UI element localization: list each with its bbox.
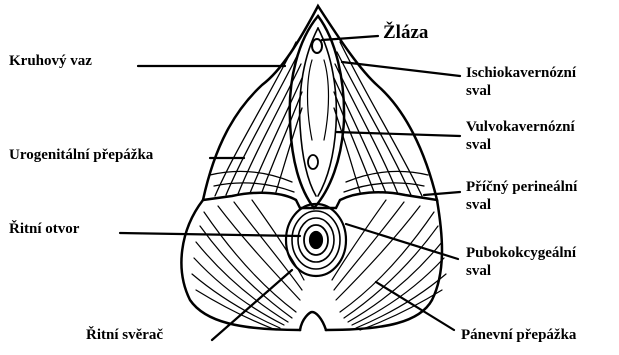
label-round-ligament: Kruhový vaz xyxy=(9,52,92,70)
label-pubococcygeus-line2: sval xyxy=(466,262,576,280)
lower-left-fibers xyxy=(192,200,304,330)
leader-pelvic xyxy=(376,282,454,330)
label-gland: Žláza xyxy=(383,22,428,44)
label-pelvic-diaphragm: Pánevní přepážka xyxy=(461,326,576,344)
label-bulbocavernosus-line1: Vulvokavernózní xyxy=(466,118,575,136)
leader-lines xyxy=(120,36,460,340)
label-anus: Řitní otvor xyxy=(9,220,79,238)
leader-transverse xyxy=(424,192,460,195)
lower-right-fibers xyxy=(332,200,446,330)
anus-opening xyxy=(310,232,322,248)
leader-anus xyxy=(120,233,300,236)
label-bulbocavernosus-line2: sval xyxy=(466,136,575,154)
label-ischiocavernosus: Ischiokavernózní sval xyxy=(466,64,576,100)
outline-lower xyxy=(181,200,442,330)
label-pubococcygeus-line1: Pubokokcygeální xyxy=(466,244,576,262)
label-transverse-perineal-line1: Příčný perineální xyxy=(466,178,577,196)
label-ischiocavernosus-line2: sval xyxy=(466,82,576,100)
label-urogenital-diaphragm: Urogenitální přepážka xyxy=(9,146,153,164)
label-ischiocavernosus-line1: Ischiokavernózní xyxy=(466,64,576,82)
label-bulbocavernosus: Vulvokavernózní sval xyxy=(466,118,575,154)
right-muscle-fibers xyxy=(334,42,428,196)
gland-shape xyxy=(312,39,322,53)
label-anal-sphincter: Řitní svěrač xyxy=(86,326,163,344)
coccyx-notch xyxy=(300,312,326,330)
leader-ischiocavernosus xyxy=(342,62,460,76)
label-pubococcygeus: Pubokokcygeální sval xyxy=(466,244,576,280)
label-transverse-perineal: Příčný perineální sval xyxy=(466,178,577,214)
label-transverse-perineal-line2: sval xyxy=(466,196,577,214)
leader-bulbocavernosus xyxy=(336,132,460,136)
